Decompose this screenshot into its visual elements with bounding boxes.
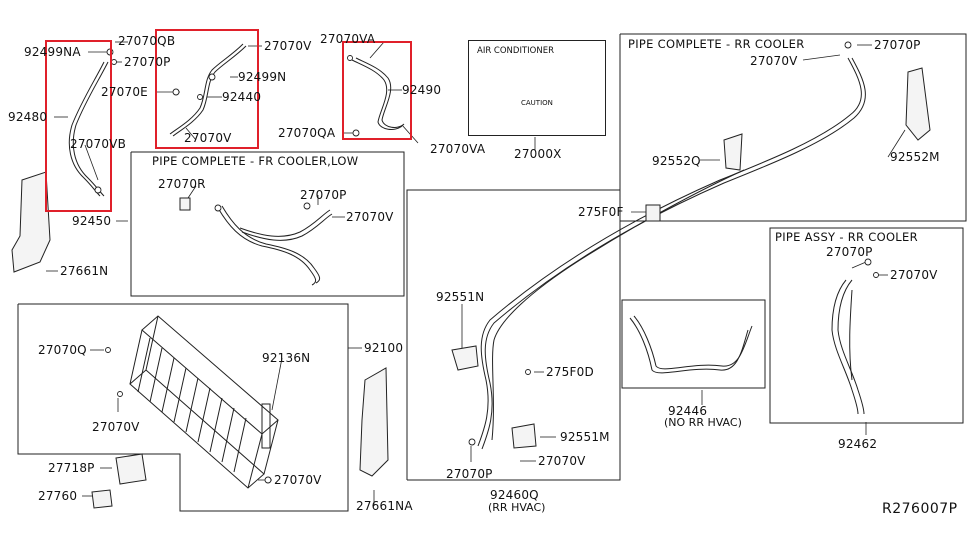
highlight-92480: [45, 40, 112, 212]
sensor-27718p: [115, 453, 147, 485]
label-92499na: 92499NA: [24, 45, 81, 59]
label-27070qa: 27070QA: [278, 126, 336, 140]
label-92552q: 92552Q: [652, 154, 701, 168]
frame-condenser: [17, 303, 349, 512]
bracket-92551m: [511, 423, 537, 449]
clip-27760: [91, 489, 113, 509]
diagram-reference: R276007P: [882, 501, 958, 517]
label-27070v-f: 27070V: [274, 473, 322, 487]
label-27070v-e: 27070V: [92, 420, 140, 434]
label-27070v-g: 27070V: [538, 454, 586, 468]
clip-27070r: [179, 197, 191, 211]
label-27070v-b: 27070V: [184, 131, 232, 145]
label-27070e: 27070E: [101, 85, 148, 99]
bracket-92551n: [451, 345, 479, 371]
label-92136n: 92136N: [262, 351, 311, 365]
label-92100: 92100: [364, 341, 404, 355]
label-27070p-a: 27070P: [124, 55, 171, 69]
label-27661n: 27661N: [60, 264, 109, 278]
label-27661na: 27661NA: [356, 499, 413, 513]
label-92450: 92450: [72, 214, 112, 228]
label-275f0f: 275F0F: [578, 205, 624, 219]
label-275f0d: 275F0D: [546, 365, 594, 379]
label-27070p-c: 27070P: [300, 188, 347, 202]
note-92460q: (RR HVAC): [488, 501, 546, 514]
label-92499n: 92499N: [238, 70, 287, 84]
label-92460q: 92460Q: [490, 488, 539, 502]
label-27070r: 27070R: [158, 177, 206, 191]
label-27070p-b: 27070P: [874, 38, 921, 52]
label-92480: 92480: [8, 110, 48, 124]
label-92446: 92446: [668, 404, 708, 418]
frame-fr-cooler-low: [130, 151, 405, 297]
label-92490: 92490: [402, 83, 442, 97]
label-92440: 92440: [222, 90, 262, 104]
label-27760: 27760: [38, 489, 78, 503]
title-pipe-fr-cooler-low: PIPE COMPLETE - FR COOLER,LOW: [152, 154, 359, 168]
label-27070v-a: 27070V: [264, 39, 312, 53]
highlight-92490: [342, 41, 412, 140]
label-27070p-d: 27070P: [446, 467, 493, 481]
highlight-92440: [155, 29, 259, 149]
title-pipe-rr-cooler: PIPE COMPLETE - RR COOLER: [628, 37, 805, 51]
placard-caution: CAUTION: [521, 99, 553, 107]
clip-275f0f: [645, 204, 661, 222]
label-92552m: 92552M: [890, 150, 940, 164]
label-27070vb: 27070VB: [70, 137, 127, 151]
label-27070qb: 27070QB: [118, 34, 176, 48]
label-27070q: 27070Q: [38, 343, 87, 357]
title-pipe-assy-rr-cooler: PIPE ASSY - RR COOLER: [775, 230, 918, 244]
label-92462: 92462: [838, 437, 878, 451]
label-27070va-b: 27070VA: [430, 142, 486, 156]
bracket-92552m: [905, 67, 931, 141]
bracket-92552q: [723, 133, 743, 171]
label-92551m: 92551M: [560, 430, 610, 444]
label-27718p: 27718P: [48, 461, 95, 475]
frame-pipe-assy-rr-cooler: [769, 227, 964, 424]
label-27070v-c: 27070V: [750, 54, 798, 68]
label-92551n: 92551N: [436, 290, 485, 304]
placard-heading: AIR CONDITIONER: [477, 46, 554, 56]
note-92446: (NO RR HVAC): [664, 416, 742, 429]
frame-pipe-rr-cooler: [620, 33, 967, 222]
condenser-92100: [129, 315, 279, 489]
label-27000x: 27000X: [514, 147, 562, 161]
frame-92446: [621, 299, 766, 389]
ac-info-placard: AIR CONDITIONER CAUTION: [468, 40, 606, 136]
label-27070va-a: 27070VA: [320, 32, 376, 46]
label-27070p-e: 27070P: [826, 245, 873, 259]
label-27070v-d: 27070V: [346, 210, 394, 224]
shield-27661na: [359, 367, 389, 477]
label-27070v-h: 27070V: [890, 268, 938, 282]
